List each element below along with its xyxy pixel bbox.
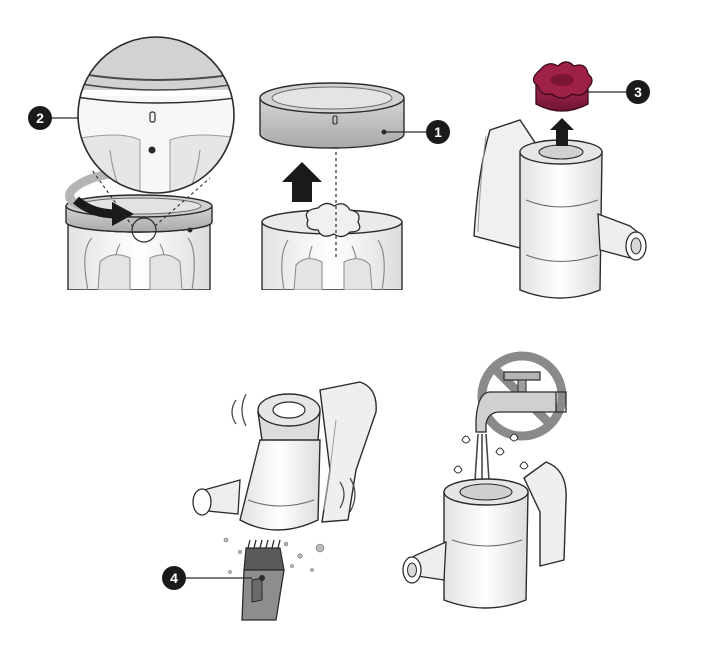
brush-tool-icon [241,539,285,621]
dust-particles [223,537,325,574]
magnifier-connector-lines [91,169,211,228]
callout-2: 2 [28,106,78,130]
lift-arrow-icon [282,162,322,202]
dust-container-lid [65,194,213,233]
detail-highlight-circle [131,217,157,243]
callout-1-label: 1 [434,124,442,140]
callout-3-label: 3 [634,84,642,100]
panel-remove-filter: 3 [473,61,650,299]
callout-3: 3 [588,80,650,104]
shaking-motion-icon [231,393,356,513]
panel-shake-brush: 4 [162,381,377,621]
filter-cap-icon [532,61,593,112]
panel-no-washing [402,351,567,609]
lift-arrow-small-icon [550,118,574,146]
callout-4: 4 [162,566,252,590]
lifted-lid [259,82,405,149]
callout-4-label: 4 [170,570,178,586]
panel-rotate-lid: 2 [28,36,235,290]
callout-2-label: 2 [36,110,44,126]
filter-knob [305,202,361,238]
callout-1: 1 [384,120,450,144]
panel-lift-lid: 1 [259,82,450,290]
